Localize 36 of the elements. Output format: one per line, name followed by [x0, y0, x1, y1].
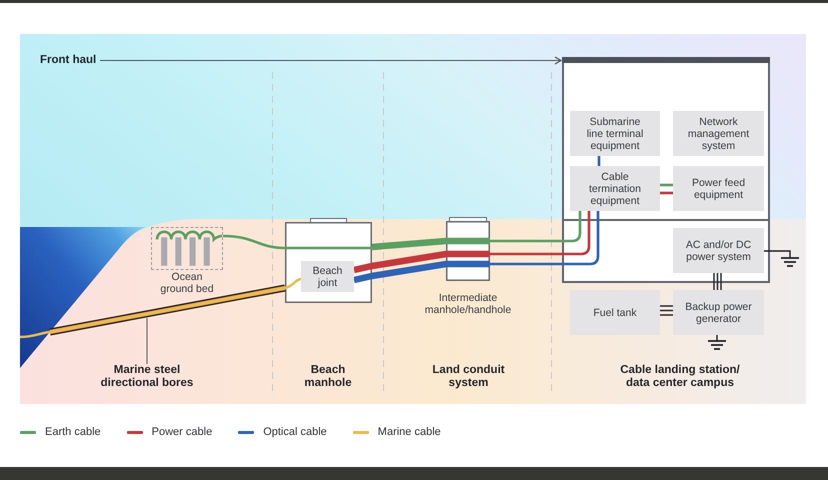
section-heading: Front haul: [40, 53, 100, 68]
cable-line: [660, 184, 673, 186]
equipment-box: Fuel tank: [570, 290, 660, 335]
cable-line: [353, 250, 490, 274]
node-caption: Ocean ground bed: [159, 271, 215, 295]
section-label: Beach manhole: [303, 364, 353, 390]
equipment-box: Submarine line terminal equipment: [570, 111, 660, 156]
section-label: Cable landing station/ data center campus: [619, 364, 741, 390]
legend-label: Power cable: [152, 425, 212, 439]
cable-line: [490, 211, 590, 256]
legend-label: Marine cable: [378, 425, 441, 439]
section-label: Marine steel directional bores: [92, 364, 202, 390]
cable-line: [660, 192, 673, 194]
cable-line: [490, 211, 600, 266]
cable-line: [598, 156, 600, 166]
section-label: Land conduit system: [431, 364, 506, 390]
station-building: [562, 57, 770, 283]
equipment-box: Cable termination equipment: [570, 166, 660, 211]
legend-label: Earth cable: [45, 425, 101, 439]
equipment-box: Network management system: [673, 111, 764, 156]
equipment-box: Backup power generator: [673, 290, 764, 335]
equipment-box: AC and/or DC power system: [673, 228, 764, 273]
leader-line: [146, 318, 148, 364]
node-caption: Intermediate manhole/handhole: [424, 292, 512, 316]
connection-lines: [713, 272, 722, 291]
equipment-box: Beach joint: [301, 261, 354, 292]
cable-line: [20, 278, 302, 338]
cable-line: [222, 234, 372, 250]
cable-line: [490, 211, 582, 242]
legend-label: Optical cable: [263, 425, 327, 439]
steel-bore-pipe: [48, 284, 287, 336]
equipment-box: Power feed equipment: [673, 166, 764, 211]
connection-lines: [659, 305, 674, 316]
arrow: [100, 56, 562, 65]
cable-line: [353, 260, 490, 284]
cable-line: [372, 238, 490, 250]
